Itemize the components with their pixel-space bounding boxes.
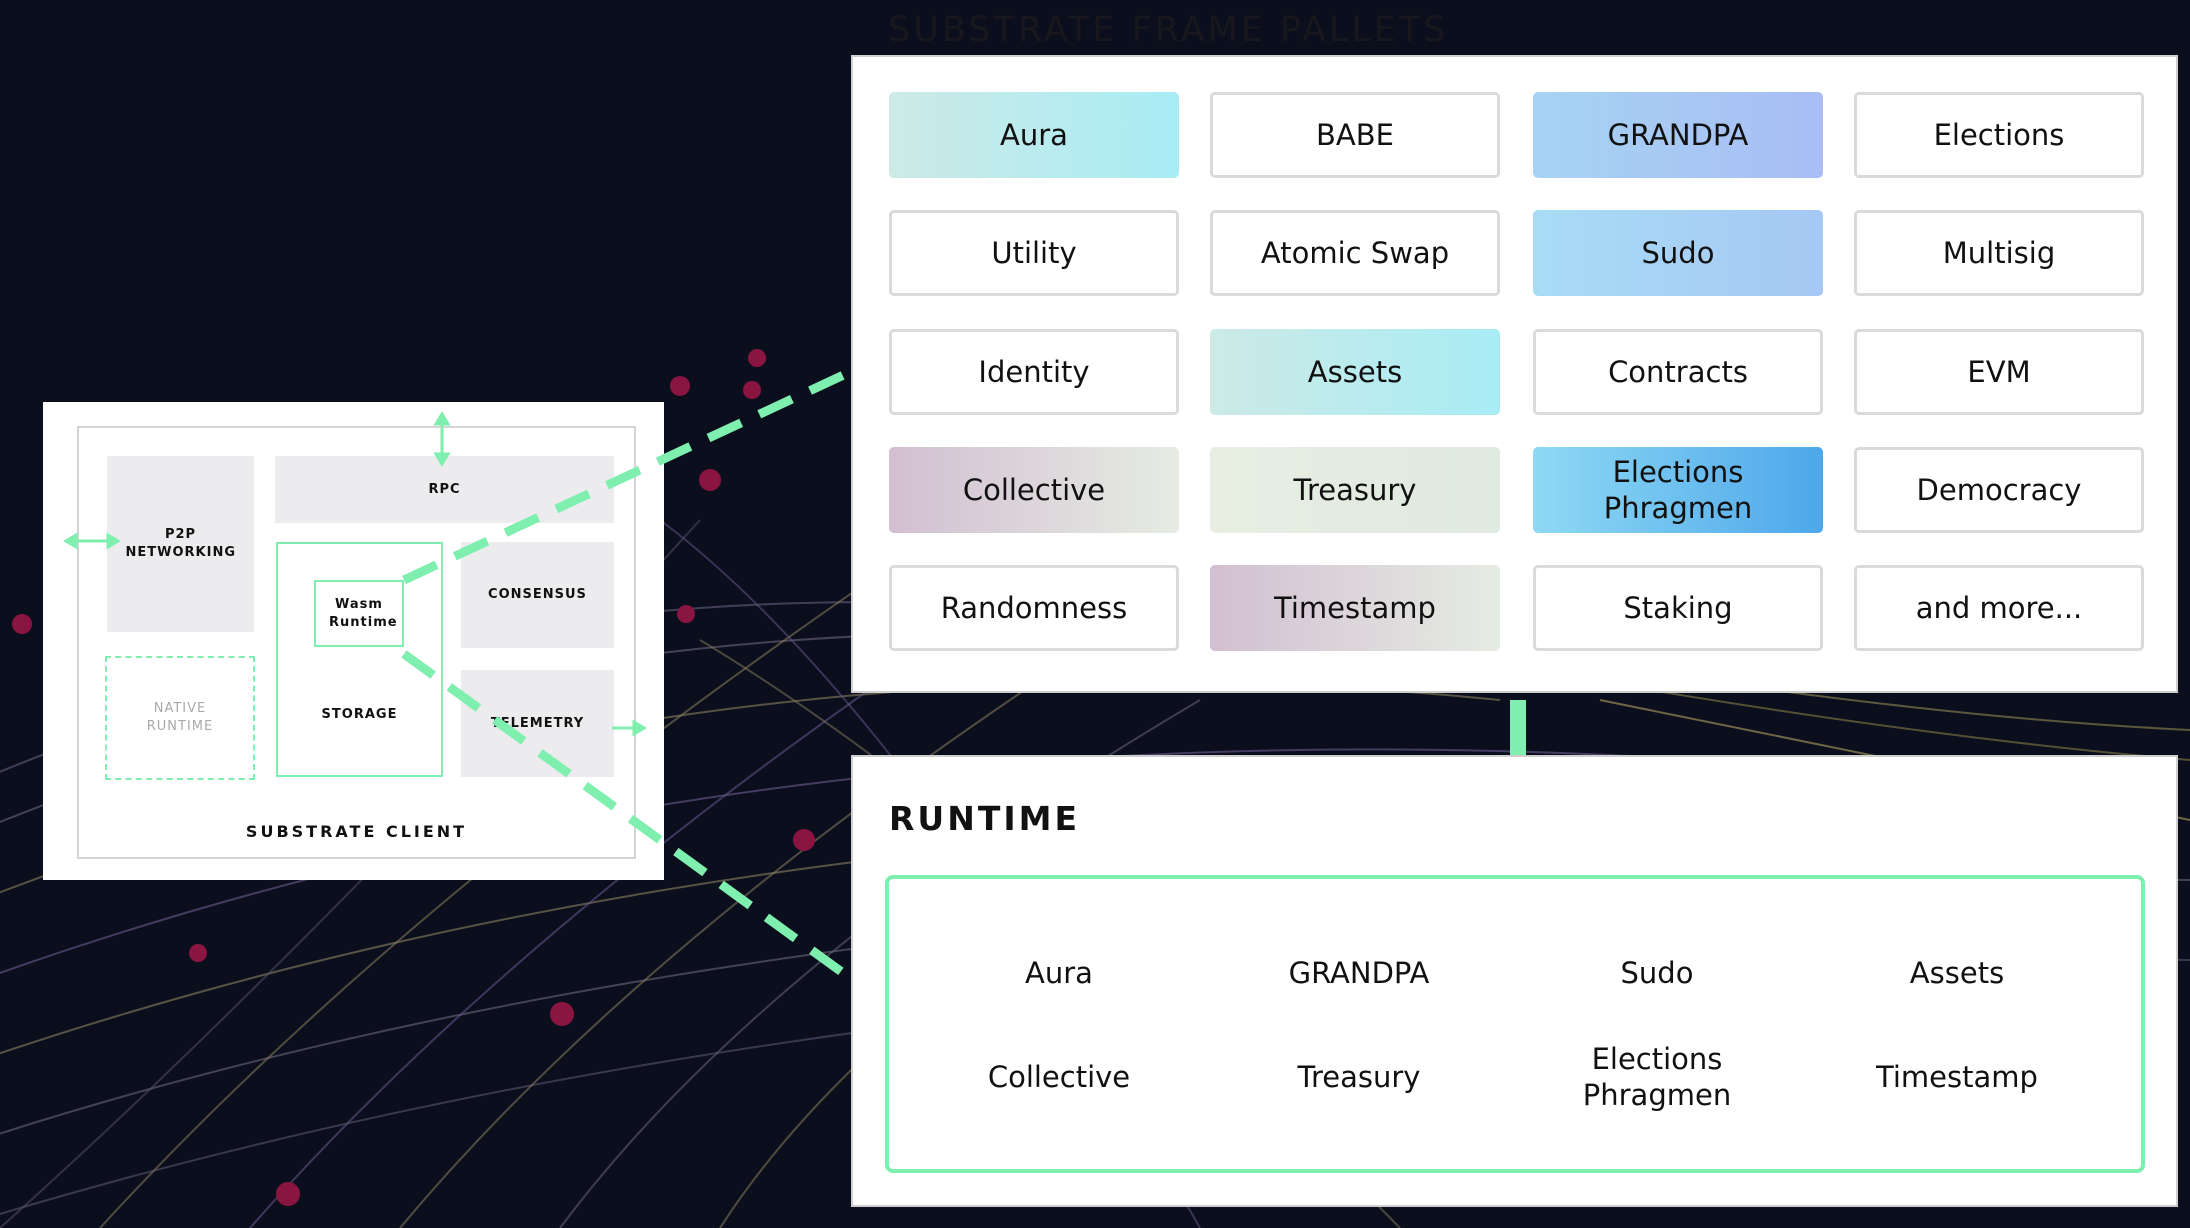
pallet-elections: Elections [1854,92,2144,178]
pallet-sudo: Sudo [1533,210,1823,296]
pallet-collective: Collective [889,447,1179,533]
substrate-client-label: SUBSTRATE CLIENT [245,822,468,841]
pallet-treasury: Treasury [1210,447,1500,533]
storage-box: Wasm Runtime STORAGE [276,542,443,777]
pallet-identity: Identity [889,329,1179,415]
runtime-item-assets: Assets [1909,956,2005,990]
runtime-item-sudo: Sudo [1620,956,1694,990]
substrate-client-diagram: P2P NETWORKING RPC Wasm Runtime STORAGE … [43,402,664,880]
consensus-label: CONSENSUS [488,587,587,602]
telemetry-box: TELEMETRY [461,670,614,777]
runtime-item-timestamp: Timestamp [1876,1060,2038,1094]
rpc-label: RPC [428,481,461,497]
frame-pallets-title: SUBSTRATE FRAME PALLETS [888,10,1449,50]
substrate-client-frame: P2P NETWORKING RPC Wasm Runtime STORAGE … [77,426,636,859]
p2p-networking-label: P2P NETWORKING [125,527,236,560]
runtime-item-collective: Collective [987,1060,1131,1094]
pallet-utility: Utility [889,210,1179,296]
pallet-multisig: Multisig [1854,210,2144,296]
pallet-randomness: Randomness [889,565,1179,651]
pallet-evm: EVM [1854,329,2144,415]
native-runtime-label: NATIVE RUNTIME [146,701,214,734]
pallet-atomic-swap: Atomic Swap [1210,210,1500,296]
consensus-box: CONSENSUS [461,542,614,648]
pallet-elections-phragmen: Elections Phragmen [1533,447,1823,533]
pallet-babe: BABE [1210,92,1500,178]
storage-label: STORAGE [321,707,398,722]
pallet-and-more: and more... [1854,565,2144,651]
runtime-item-elections-phragmen: Elections Phragmen [1582,1042,1732,1112]
wasm-runtime-box: Wasm Runtime [314,580,404,647]
runtime-item-grandpa: GRANDPA [1288,956,1430,990]
pallet-grandpa: GRANDPA [1533,92,1823,178]
runtime-item-aura: Aura [1025,956,1093,990]
pallet-timestamp: Timestamp [1210,565,1500,651]
rpc-box: RPC [275,456,614,523]
pallet-staking: Staking [1533,565,1823,651]
runtime-title: RUNTIME [889,799,1080,838]
telemetry-label: TELEMETRY [490,715,585,731]
pallet-democracy: Democracy [1854,447,2144,533]
pallet-aura: Aura [889,92,1179,178]
wasm-runtime-label: Wasm Runtime [329,596,398,630]
pallet-assets: Assets [1210,329,1500,415]
p2p-networking-box: P2P NETWORKING [107,456,254,632]
pallet-contracts: Contracts [1533,329,1823,415]
native-runtime-box: NATIVE RUNTIME [105,656,255,780]
runtime-item-treasury: Treasury [1297,1060,1421,1094]
